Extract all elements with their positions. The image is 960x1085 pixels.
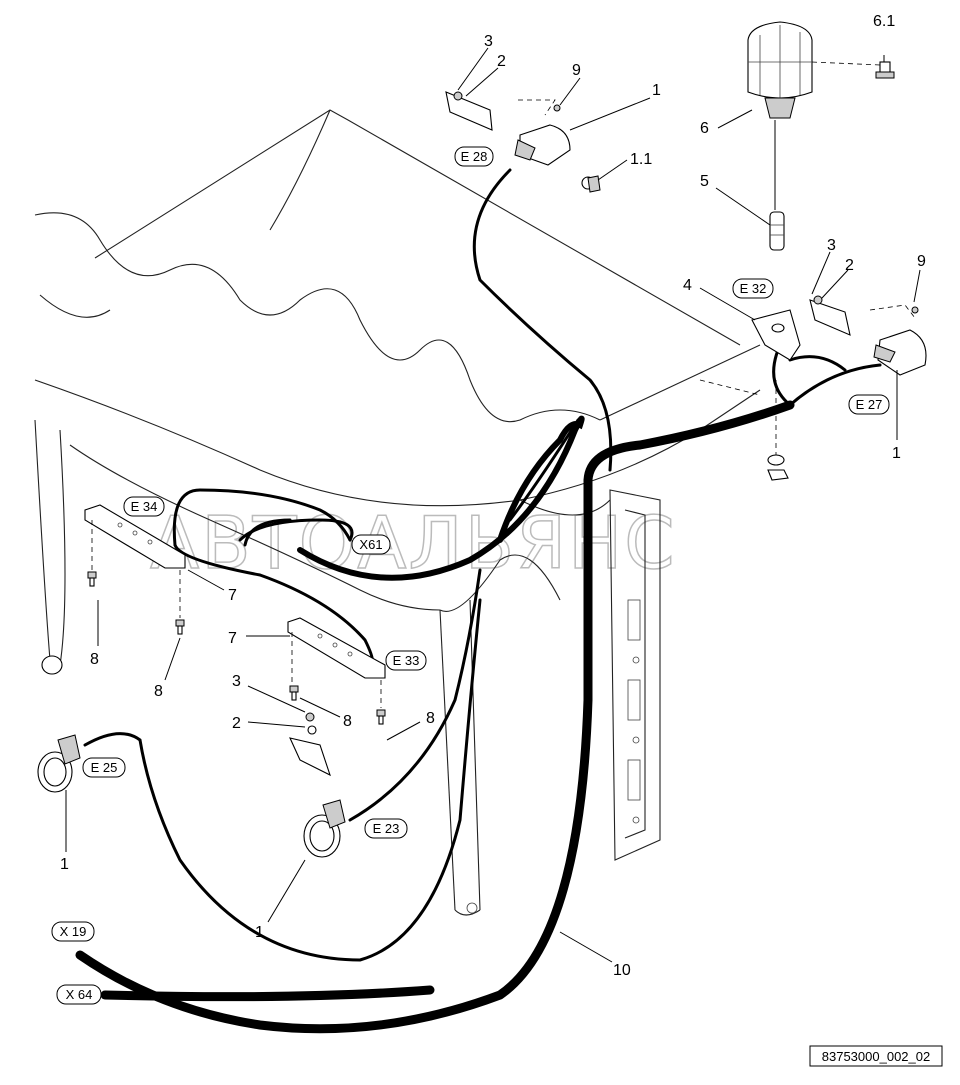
connector-e32: E 32 (732, 278, 774, 299)
part-number-label: 2 (232, 715, 241, 732)
part-number-label: 2 (497, 53, 506, 70)
part-number-label: 7 (228, 630, 237, 647)
screw-6-1 (875, 61, 895, 79)
svg-text:X 19: X 19 (60, 924, 87, 939)
leader-lines (65, 47, 921, 963)
part-number-label: 3 (827, 237, 836, 254)
part-number-label: 7 (228, 587, 237, 604)
beacon-lamp (747, 21, 881, 210)
connector-e28: E 28 (454, 146, 494, 167)
part-number-label: 8 (90, 651, 99, 668)
part-number-label: 1 (60, 856, 69, 873)
svg-text:E 33: E 33 (393, 653, 420, 668)
part-number-label: 1 (652, 82, 661, 99)
part-number-label: 9 (917, 253, 926, 270)
bracket-4 (751, 309, 801, 361)
drawing-id-box: 83753000_002_02 (809, 1045, 943, 1067)
part-number-label: 3 (484, 33, 493, 50)
connector-e34: E 34 (123, 496, 165, 517)
stud-5 (769, 211, 785, 251)
lamp-e28 (445, 91, 595, 190)
connector-e27: E 27 (848, 394, 890, 415)
part-number-label: 5 (700, 173, 709, 190)
part-number-label: 3 (232, 673, 241, 690)
part-number-label: 6.1 (873, 13, 895, 30)
part-number-label: 1.1 (630, 151, 652, 168)
part-number-label: 1 (892, 445, 901, 462)
svg-text:E 34: E 34 (131, 499, 158, 514)
spotlamp-e25 (37, 734, 81, 793)
watermark: АВТОАЛЬЯНС (150, 501, 677, 585)
worklamp-e34 (84, 504, 186, 569)
part-number-label: 8 (426, 710, 435, 727)
part-labels: 1 1.1 9 2 3 6 6.1 5 4 3 2 9 1 7 7 8 8 3 … (60, 13, 926, 979)
harness-10 (75, 168, 882, 1034)
part-number-label: 8 (154, 683, 163, 700)
part-number-label: 6 (700, 120, 709, 137)
connector-x64: X 64 (56, 984, 102, 1005)
connector-x19: X 19 (51, 921, 95, 942)
svg-text:X61: X61 (359, 537, 382, 552)
part-number-label: 2 (845, 257, 854, 274)
svg-text:X 64: X 64 (66, 987, 93, 1002)
connector-x61: X61 (351, 534, 391, 555)
svg-text:E 27: E 27 (856, 397, 883, 412)
part-number-label: 8 (343, 713, 352, 730)
cab-body (34, 109, 761, 916)
part-number-label: 4 (683, 277, 692, 294)
drawing-id: 83753000_002_02 (822, 1049, 930, 1064)
part-number-label: 9 (572, 62, 581, 79)
connector-e33: E 33 (385, 650, 427, 671)
svg-text:E 23: E 23 (373, 821, 400, 836)
fasteners (87, 104, 919, 735)
svg-text:E 28: E 28 (461, 149, 488, 164)
connector-e23: E 23 (364, 818, 408, 839)
svg-text:E 25: E 25 (91, 760, 118, 775)
lamp-e27 (809, 295, 927, 376)
svg-text:E 32: E 32 (740, 281, 767, 296)
connector-e25: E 25 (82, 757, 126, 778)
worklamp-e33 (287, 617, 386, 679)
part-number-label: 10 (613, 962, 631, 979)
part-number-label: 1 (255, 924, 264, 941)
spotlamp-e23 (289, 737, 346, 858)
